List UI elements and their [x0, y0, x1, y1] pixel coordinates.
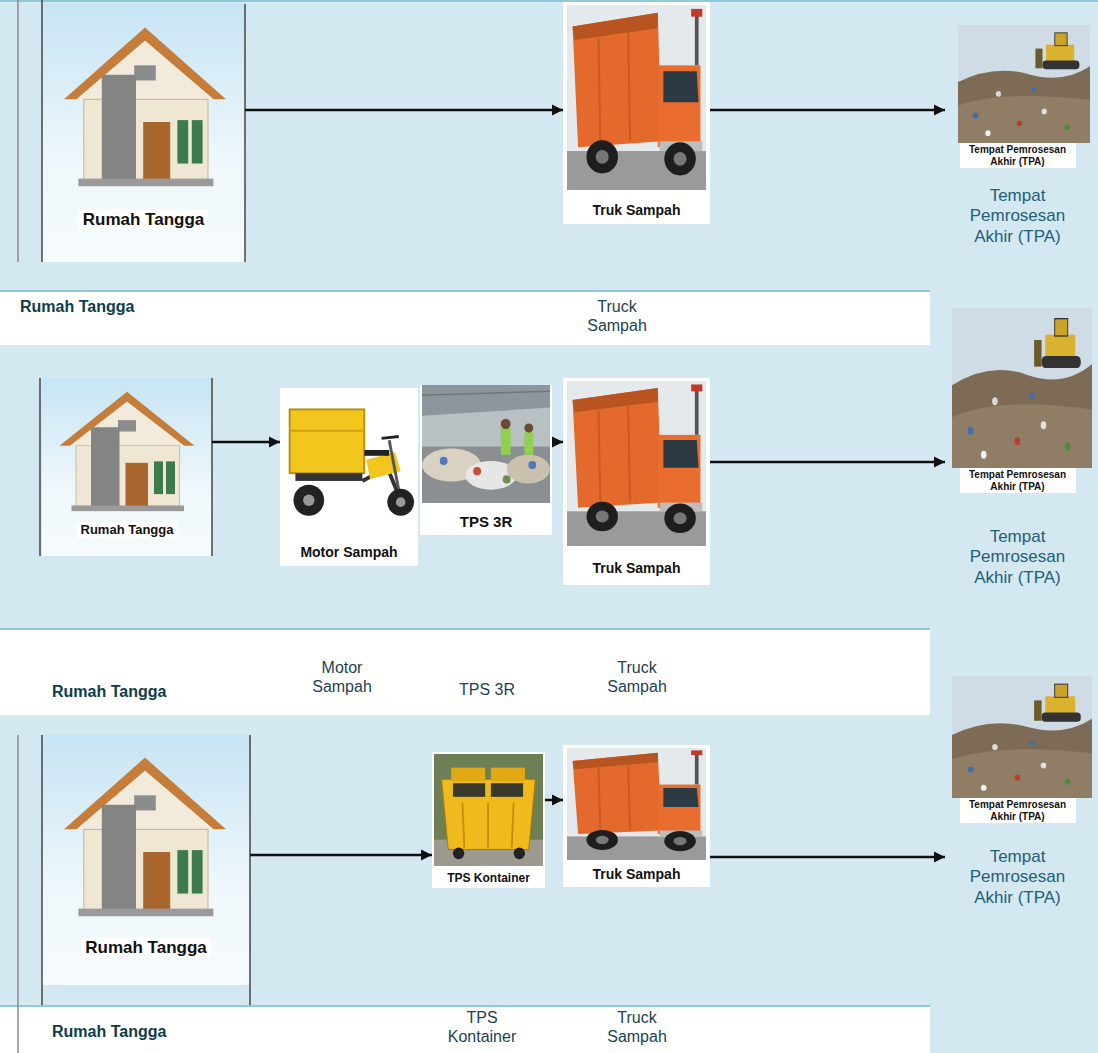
truck-node: Truk Sampah	[563, 378, 710, 585]
landfill-heading: Tempat Pemrosesan Akhir (TPA)	[962, 847, 1074, 908]
node-label: TPS 3R	[456, 513, 517, 531]
flow-arrow	[250, 854, 432, 857]
picture-caption: Tempat Pemrosesan Akhir (TPA)	[960, 468, 1076, 493]
picture-panel	[280, 388, 418, 566]
picture-panel	[563, 745, 710, 887]
house-node: Rumah Tangga	[42, 378, 212, 556]
landfill-picture	[952, 676, 1092, 798]
band-label: Rumah Tangga	[20, 297, 220, 316]
node-label: Truk Sampah	[589, 560, 685, 577]
node-label: Rumah Tangga	[79, 210, 209, 230]
tps3r-picture	[422, 385, 550, 503]
flow-arrow	[245, 109, 563, 112]
landfill-picture	[952, 308, 1092, 468]
band-label: TPS 3R	[440, 680, 534, 699]
picture-panel	[420, 385, 552, 535]
frame-line	[0, 0, 1098, 2]
container-picture	[434, 754, 543, 866]
flow-arrow	[212, 441, 280, 444]
picture-panel	[42, 378, 212, 556]
picture-panel	[563, 2, 710, 224]
band	[0, 290, 930, 292]
truck-picture	[567, 748, 706, 860]
picture-panel	[432, 752, 545, 888]
band	[0, 1005, 930, 1007]
node-label: Truk Sampah	[589, 866, 685, 883]
truck-picture	[567, 381, 706, 546]
frame-line	[39, 378, 41, 556]
house-node: Rumah Tangga	[42, 735, 250, 985]
house-picture	[60, 392, 195, 511]
flow-arrow	[710, 461, 945, 464]
house-node: Rumah Tangga	[42, 4, 245, 262]
picture-panel	[42, 2, 710, 985]
motorbike-node: Motor Sampah	[280, 388, 418, 566]
frame-line	[18, 0, 250, 1053]
tps3r-node: TPS 3R	[420, 385, 552, 535]
node-label: Rumah Tangga	[77, 522, 178, 538]
flow-arrow	[710, 856, 945, 859]
band	[0, 1005, 930, 1053]
house-picture	[64, 28, 226, 187]
truck-node: Truk Sampah	[563, 2, 710, 224]
frame-line	[211, 378, 213, 556]
frame-line	[249, 735, 251, 1005]
landfill-heading: Tempat Pemrosesan Akhir (TPA)	[962, 527, 1074, 588]
picture-panel	[563, 378, 710, 585]
band-label: Truck Sampah	[572, 297, 662, 335]
frame-line	[41, 735, 43, 1005]
house-picture	[64, 758, 226, 917]
connector-group	[212, 110, 945, 857]
node-label: Rumah Tangga	[81, 938, 211, 958]
landfill-node: Tempat Pemrosesan Akhir (TPA) Tempat Pemr…	[945, 308, 1090, 588]
truck-picture	[567, 5, 706, 190]
band	[0, 628, 930, 715]
landfill-picture	[958, 25, 1090, 143]
picture-panel	[42, 4, 245, 262]
landfill-node: Tempat Pemrosesan Akhir (TPA) Tempat Pemr…	[945, 25, 1090, 247]
frame-line	[244, 4, 246, 262]
node-label: Truk Sampah	[589, 202, 685, 219]
band-label: Truck Sampah	[592, 1008, 682, 1046]
node-label: Motor Sampah	[296, 544, 401, 561]
frame-line	[17, 735, 19, 1053]
flow-arrow	[710, 109, 945, 112]
motorbike-picture	[282, 392, 416, 537]
band	[0, 290, 930, 345]
landfill-heading: Tempat Pemrosesan Akhir (TPA)	[962, 186, 1074, 247]
container-node: TPS Kontainer	[432, 752, 545, 888]
frame-line	[41, 0, 43, 262]
band-label: TPS Kontainer	[435, 1008, 529, 1046]
picture-caption: Tempat Pemrosesan Akhir (TPA)	[960, 143, 1076, 168]
node-label: TPS Kontainer	[443, 871, 534, 885]
band-label: Rumah Tangga	[52, 682, 252, 701]
truck-node: Truk Sampah	[563, 745, 710, 887]
band-label: Rumah Tangga	[52, 1022, 252, 1041]
picture-caption: Tempat Pemrosesan Akhir (TPA)	[960, 798, 1076, 823]
picture-panel	[42, 735, 250, 985]
band-label: Motor Sampah	[297, 658, 387, 696]
flow-arrow	[545, 799, 563, 802]
band-label: Truck Sampah	[592, 658, 682, 696]
flow-arrow	[552, 441, 563, 444]
band	[0, 290, 930, 1053]
landfill-node: Tempat Pemrosesan Akhir (TPA) Tempat Pemr…	[945, 676, 1090, 908]
band	[0, 628, 930, 630]
frame-line	[17, 0, 19, 262]
